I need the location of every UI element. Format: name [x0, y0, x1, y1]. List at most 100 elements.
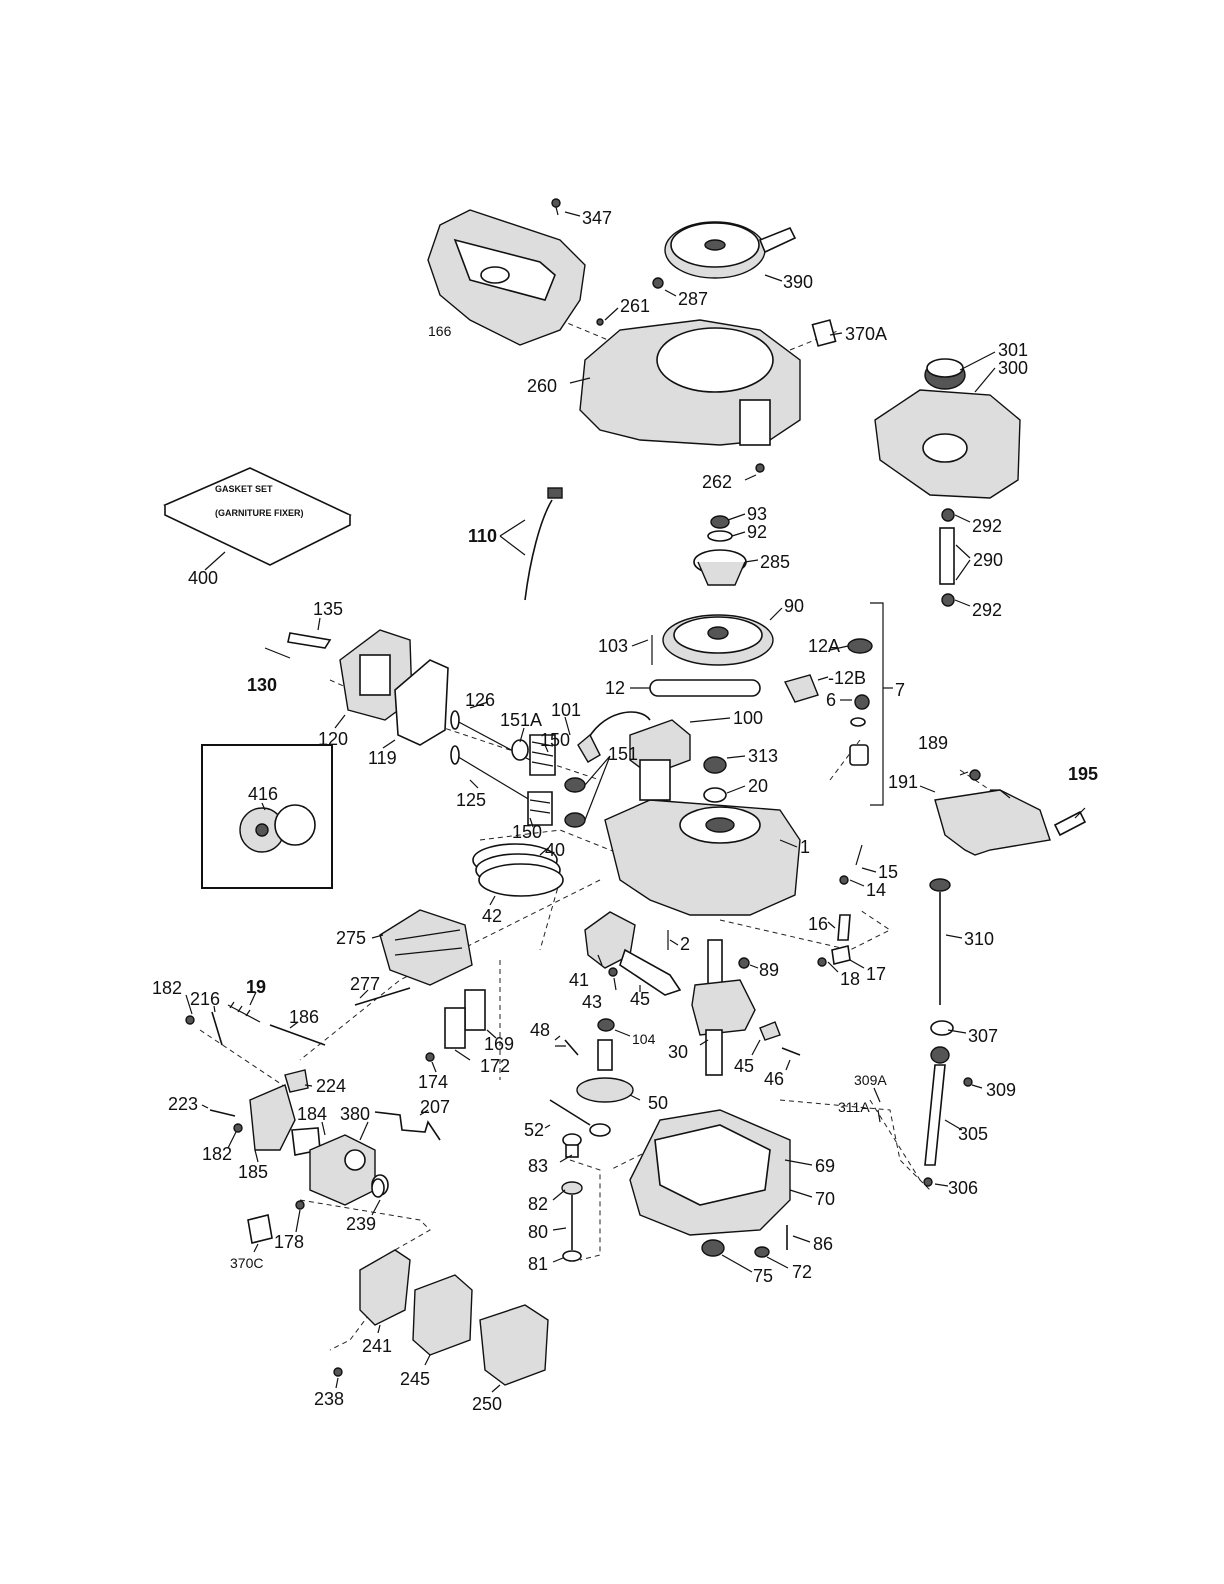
part-number-label-182b: 182 [202, 1144, 232, 1164]
part-number-label-241: 241 [362, 1336, 392, 1356]
part-17 [831, 945, 851, 965]
part-number-label-42: 42 [482, 906, 502, 926]
part-number-label-150b: 150 [512, 822, 542, 842]
part-number-label-292b: 292 [972, 600, 1002, 620]
nut-313 [703, 756, 727, 774]
part-number-label-82: 82 [528, 1194, 548, 1214]
engine-cover-part [427, 209, 586, 346]
part-number-label-305: 305 [958, 1124, 988, 1144]
part-number-label-178: 178 [274, 1232, 304, 1252]
part-number-label-151: 151 [608, 744, 638, 764]
part-number-label-185: 185 [238, 1162, 268, 1182]
part-number-label-12A: 12A [808, 636, 840, 656]
part-number-label-12B: -12B [828, 668, 866, 688]
valve-head-126 [450, 710, 460, 730]
part-number-label-52: 52 [524, 1120, 544, 1140]
part-number-label-182a: 182 [152, 978, 182, 998]
gasket-set-text-2: (GARNITURE FIXER) [215, 508, 304, 518]
part-number-label-151A: 151A [500, 710, 542, 730]
part-number-label-83: 83 [528, 1156, 548, 1176]
inset-box-416 [201, 744, 333, 889]
link-207 [374, 1111, 441, 1141]
part-number-label-6: 6 [826, 690, 836, 710]
part-number-label-207: 207 [420, 1097, 450, 1117]
valve-head-125 [450, 745, 460, 765]
crankshaft-part [691, 939, 756, 1076]
part-number-label-301: 301 [998, 340, 1028, 360]
bolt-46 [781, 1047, 801, 1056]
part-number-label-195: 195 [1068, 764, 1098, 784]
part-number-label-16: 16 [808, 914, 828, 934]
part-number-labels: 347390287166261370A301300260262939228529… [152, 208, 1098, 1414]
part-number-label-400: 400 [188, 568, 218, 588]
carburetor-part [209, 1084, 389, 1206]
part-number-label-89: 89 [759, 960, 779, 980]
part-number-label-80: 80 [528, 1222, 548, 1242]
washer-20 [703, 787, 727, 803]
part-number-label-150a: 150 [540, 730, 570, 750]
part-number-label-43: 43 [582, 992, 602, 1012]
part-number-label-191: 191 [888, 772, 918, 792]
muffler-part [379, 909, 473, 986]
part-number-label-285: 285 [760, 552, 790, 572]
part-number-label-390: 390 [783, 272, 813, 292]
part-number-label-307: 307 [968, 1026, 998, 1046]
screw-277 [354, 987, 411, 1006]
cylinder-head-part [264, 629, 449, 746]
part-number-label-45a: 45 [630, 989, 650, 1009]
assembly-guide-lines [199, 319, 1001, 1351]
part-number-label-309: 309 [986, 1080, 1016, 1100]
part-number-label-416: 416 [248, 784, 278, 804]
wire-terminal [547, 487, 563, 499]
part-number-label-20: 20 [748, 776, 768, 796]
part-number-label-245: 245 [400, 1369, 430, 1389]
seal-89 [738, 957, 750, 969]
part-number-label-135: 135 [313, 599, 343, 619]
part-number-label-119: 119 [368, 748, 397, 768]
part-number-label-311A: 311A [838, 1099, 870, 1115]
part-number-label-300: 300 [998, 358, 1028, 378]
gasket-169 [464, 989, 486, 1031]
part-number-label-380: 380 [340, 1104, 370, 1124]
dipstick-part [923, 878, 973, 1187]
label-370A [811, 319, 837, 347]
ground-wire-part [524, 499, 553, 601]
part-number-label-239: 239 [346, 1214, 376, 1234]
piston-part [584, 911, 682, 996]
bolt-48 [564, 1039, 579, 1056]
part-number-label-110: 110 [468, 526, 497, 546]
spark-plug-wire-part [649, 638, 873, 766]
screw-18 [817, 957, 827, 967]
part-number-label-14: 14 [866, 880, 886, 900]
part-number-label-103: 103 [598, 636, 628, 656]
oil-sump-part [629, 1109, 791, 1236]
part-number-label-292a: 292 [972, 516, 1002, 536]
part-number-label-172: 172 [480, 1056, 510, 1076]
part-number-label-12: 12 [605, 678, 625, 698]
part-number-label-17: 17 [866, 964, 886, 984]
part-number-label-101: 101 [551, 700, 581, 720]
part-number-label-50: 50 [648, 1093, 668, 1113]
pin-15 [855, 844, 863, 866]
throttle-linkage-part [185, 1001, 326, 1046]
part-number-label-72: 72 [792, 1262, 812, 1282]
screw-287 [652, 277, 664, 289]
part-number-label-2: 2 [680, 934, 690, 954]
part-number-label-19: 19 [246, 977, 266, 997]
fuel-tank-part [874, 358, 1021, 499]
part-number-label-223: 223 [168, 1094, 198, 1114]
part-number-label-1: 1 [800, 837, 810, 857]
screw-261 [596, 318, 604, 326]
part-number-label-370A: 370A [845, 324, 887, 344]
screw-262 [755, 463, 765, 473]
part-number-label-277: 277 [350, 974, 380, 994]
part-number-label-40: 40 [545, 840, 565, 860]
part-number-label-125: 125 [456, 790, 486, 810]
part-number-label-186: 186 [289, 1007, 319, 1027]
part-number-label-313: 313 [748, 746, 778, 766]
part-104 [597, 1018, 615, 1032]
seal-75 [701, 1239, 725, 1257]
part-16 [837, 914, 851, 941]
control-bracket-part [934, 769, 1087, 856]
